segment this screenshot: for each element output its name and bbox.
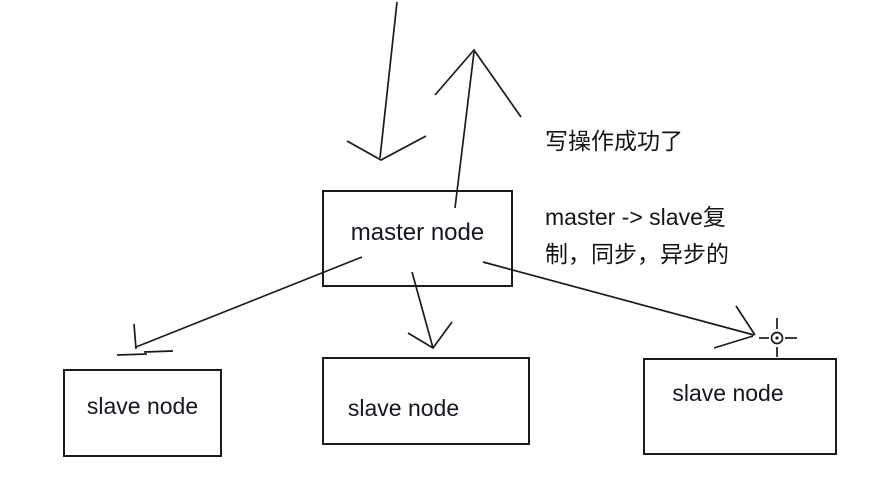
node-slave-left-label: slave node [86,392,199,419]
node-slave-right-label: slave node [672,380,784,406]
node-slave-middle[interactable]: slave node [322,357,530,445]
write-success-arrow [434,48,522,209]
master-to-right-slave-arrow [482,261,756,349]
node-master[interactable]: master node [322,190,513,287]
node-slave-left[interactable]: slave node [63,369,222,457]
annotation-replication-line2: 制，同步，异步的 [545,241,729,267]
node-slave-middle-label: slave node [347,394,460,421]
node-master-label: master node [350,218,485,246]
annotation-replication-line1: master -> slave复 [545,204,726,230]
annotation-replication: master -> slave复 制，同步，异步的 [545,199,729,273]
node-slave-right[interactable]: slave node [643,358,837,455]
crosshair-cursor-icon [759,318,797,357]
annotation-write-success: 写操作成功了 [545,128,683,154]
write-request-arrow [346,1,427,161]
